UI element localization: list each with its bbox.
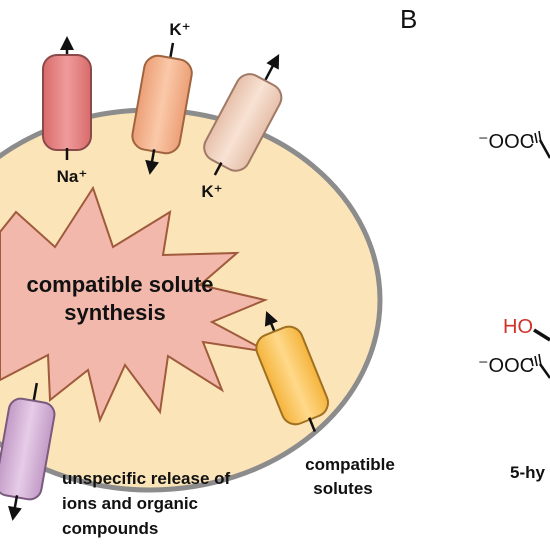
arrow-up-icon [60,36,74,50]
carboxylate-bottom: ⁻OOC [478,355,534,377]
na-channel [42,36,92,160]
compatible-solutes-line-1: compatible [305,455,395,474]
bond-line [538,363,550,379]
synthesis-burst [0,185,269,424]
bond-line [538,139,550,159]
burst-line-2: synthesis [64,300,166,325]
arrow-up-icon [266,54,280,70]
release-channel [0,382,56,521]
compatible-solute-channel [255,311,330,433]
arrow-up-icon [264,311,278,327]
wedge-bond [533,328,550,342]
hydroxyl-label: HO [503,316,533,338]
na-label: Na⁺ [57,167,88,186]
k-bottom-label: K⁺ [201,182,222,201]
panel-label: B [400,4,417,34]
burst-line-1: compatible solute [26,272,213,297]
arrow-down-icon [8,505,22,521]
release-line-3: compounds [62,519,158,538]
carboxylate-top: ⁻OOC [478,131,534,153]
k-top-label: K⁺ [169,20,190,39]
k-channel-outward [203,54,283,176]
k-channel-inward [131,42,193,175]
arrow-down-icon [145,159,159,175]
compound-name: 5-hy [510,463,546,482]
release-line-1: unspecific release of [62,469,231,488]
release-line-2: ions and organic [62,494,198,513]
compatible-solutes-line-2: solutes [313,479,373,498]
